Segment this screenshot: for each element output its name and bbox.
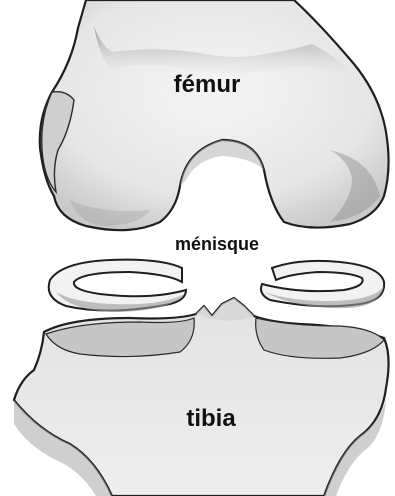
- tibia-bone: [14, 298, 389, 496]
- tibia-right-plateau: [256, 318, 384, 358]
- femur-bone: [40, 0, 389, 230]
- menisque-label: ménisque: [175, 234, 259, 254]
- tibia-label: tibia: [186, 405, 236, 432]
- left-meniscus: [49, 260, 186, 312]
- right-meniscus: [261, 261, 384, 308]
- femur-label: fémur: [174, 71, 241, 98]
- femur-outline: [40, 0, 389, 230]
